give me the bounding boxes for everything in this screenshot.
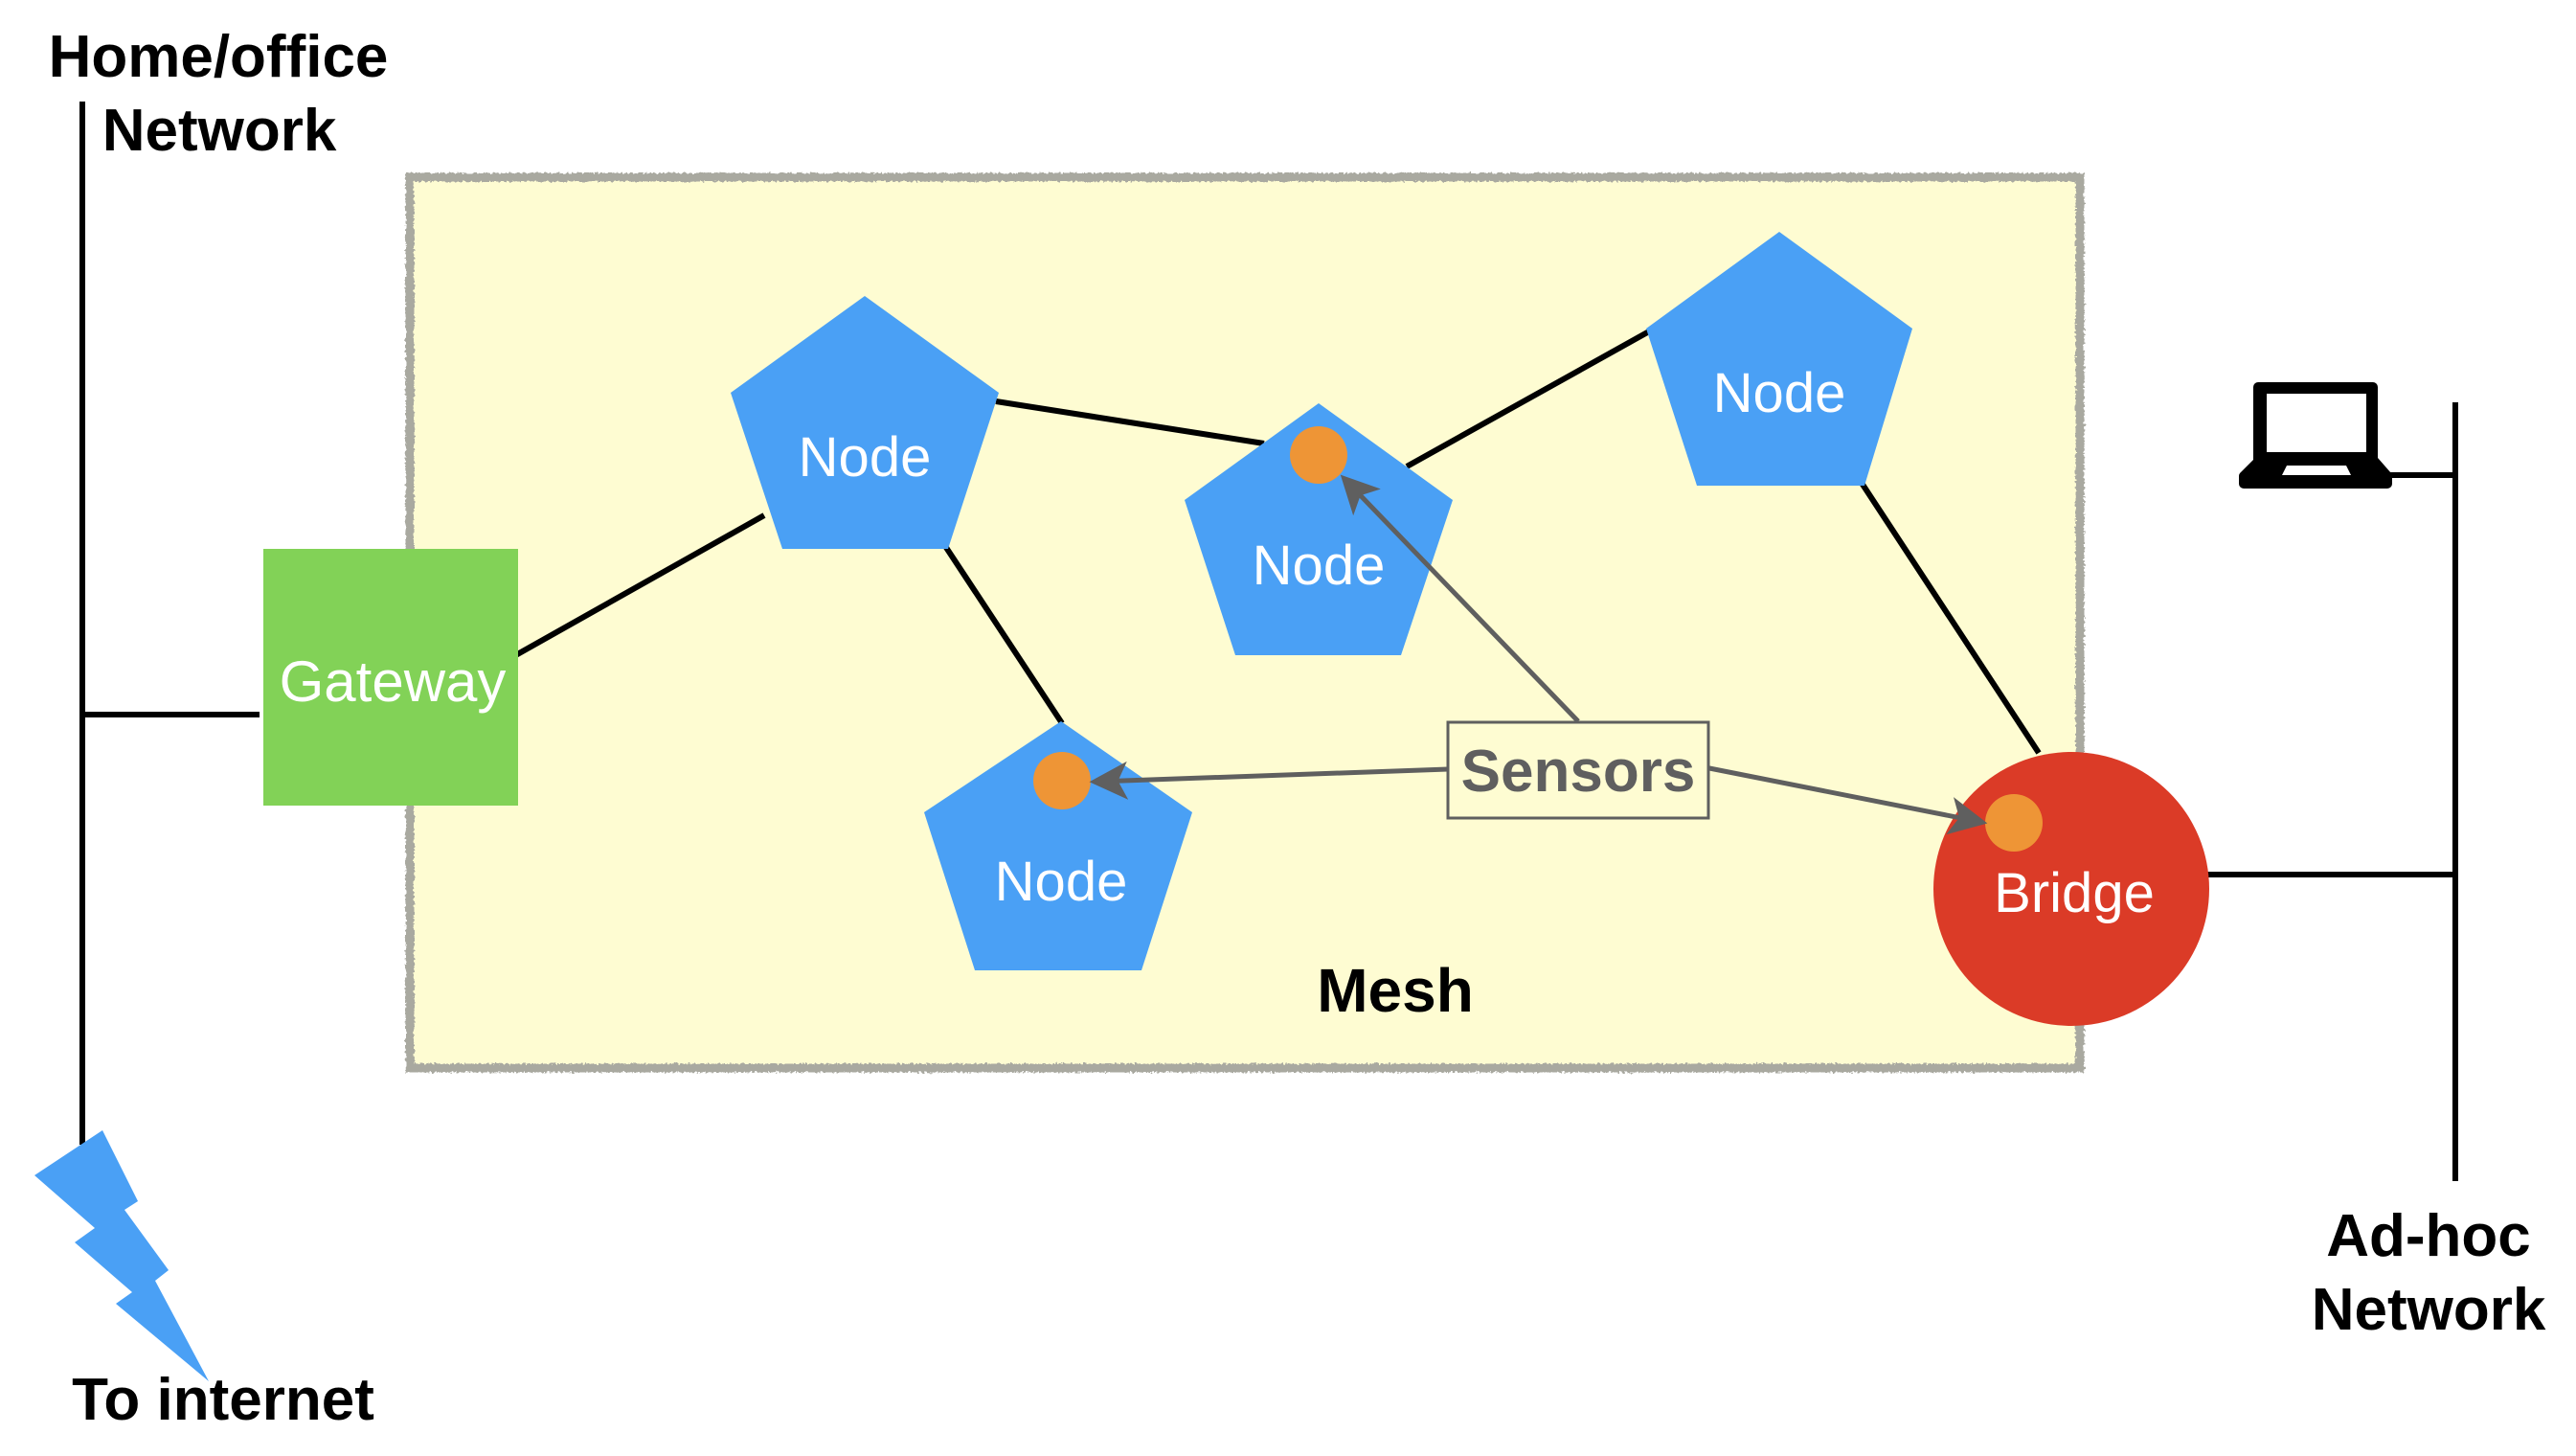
home-network-label-line2: Network <box>102 98 337 164</box>
callout-arrow-bridge <box>1708 765 1988 835</box>
node-2-sensor-dot <box>1290 426 1347 484</box>
sensor-callouts <box>1089 474 1988 835</box>
node-1-pentagon <box>731 296 999 549</box>
link-node2-node3 <box>1405 324 1660 469</box>
links <box>82 324 2457 877</box>
lightning-bolt-icon <box>34 1130 209 1381</box>
internet-link: To internet <box>34 1130 374 1433</box>
link-node3-bridge <box>1853 472 2042 755</box>
node-3[interactable]: Node <box>1646 232 1912 486</box>
bridge[interactable]: Bridge <box>1933 752 2209 1026</box>
node-4-sensor-dot <box>1033 752 1091 809</box>
node-3-label: Node <box>1713 362 1846 424</box>
sensors-label-text: Sensors <box>1461 739 1696 805</box>
adhoc-label-line2: Network <box>2312 1277 2546 1343</box>
node-4-label: Node <box>995 851 1128 913</box>
bridge-label: Bridge <box>1994 862 2155 924</box>
callout-arrow-node4 <box>1089 761 1449 800</box>
callout-arrow-node2 <box>1340 474 1580 723</box>
gateway[interactable]: Gateway <box>263 549 518 806</box>
sensors-label-box <box>1446 720 1710 820</box>
home-office-network: Home/office Network <box>49 24 389 1145</box>
mesh-label: Mesh <box>1317 956 1474 1025</box>
home-network-label-line1: Home/office <box>49 24 389 90</box>
node-2[interactable]: Node <box>1185 403 1453 655</box>
adhoc-label-line1: Ad-hoc <box>2326 1203 2531 1269</box>
to-internet-label: To internet <box>72 1367 374 1433</box>
node-1-label: Node <box>799 426 932 489</box>
node-2-label: Node <box>1253 535 1386 597</box>
link-gateway-node1 <box>510 512 766 660</box>
node-1[interactable]: Node <box>731 296 999 549</box>
gateway-label: Gateway <box>280 649 507 714</box>
link-node1-node4 <box>942 544 1065 725</box>
sensors-callout-label: Sensors <box>1446 720 1710 820</box>
ad-hoc-network: Ad-hoc Network <box>2312 402 2546 1343</box>
node-3-pentagon <box>1646 232 1912 486</box>
bridge-sensor-dot <box>1985 794 2043 852</box>
gateway-box <box>263 549 518 806</box>
link-node1-node2 <box>995 398 1265 446</box>
node-2-pentagon <box>1185 403 1453 655</box>
laptop-icon[interactable] <box>2239 382 2392 489</box>
